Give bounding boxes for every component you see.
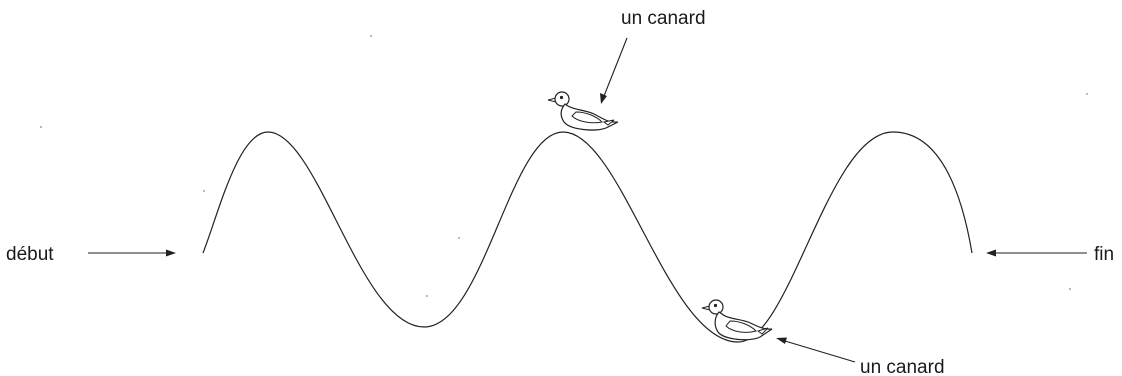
start-arrow bbox=[88, 249, 176, 257]
background-specks bbox=[40, 35, 1088, 297]
start-label: début bbox=[6, 244, 54, 265]
duck-icon bbox=[701, 299, 773, 341]
duck-top-arrow bbox=[600, 37, 628, 104]
end-label: fin bbox=[1094, 244, 1114, 265]
duck-icon bbox=[547, 91, 619, 131]
duck-top-label: un canard bbox=[621, 8, 706, 29]
duck-bottom-label: un canard bbox=[860, 357, 945, 376]
duck-bottom-arrow bbox=[776, 337, 856, 363]
end-arrow bbox=[986, 249, 1087, 257]
wave-line bbox=[202, 131, 973, 343]
